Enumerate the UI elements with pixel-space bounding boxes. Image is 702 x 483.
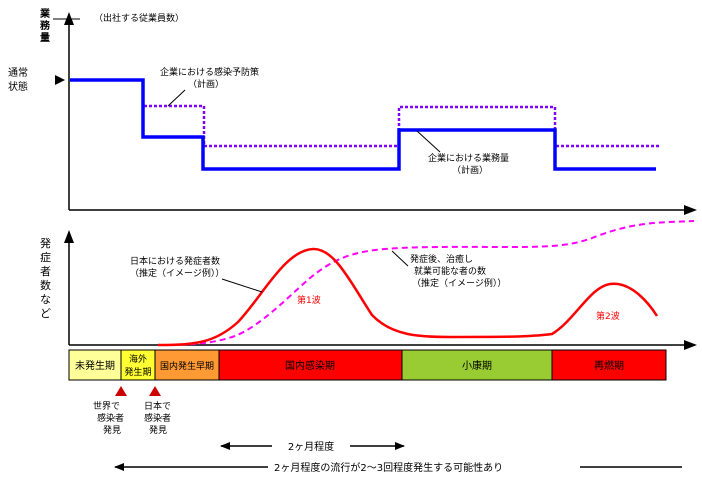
bottom-y-axis-title-3: 者 (40, 265, 51, 278)
top-chart: 業 務 量 （出社する従業員数） 通常 状態 企業における感染予防策 （計画） … (8, 7, 697, 215)
top-y-axis-title-3: 量 (40, 31, 50, 44)
patients-leader (221, 278, 263, 293)
wave2-label: 第2波 (596, 310, 620, 322)
phase-bar: 未発生期 海外 発生期 国内発生早期 国内感染期 小康期 再燃期 (68, 349, 667, 381)
workload-plan-label-2: （計画） (452, 164, 488, 176)
normal-state-label-2: 状態 (8, 80, 28, 93)
event-world-label-2: 感染者 (97, 412, 124, 424)
workload-plan-leader (416, 130, 441, 153)
phase-remission (401, 349, 553, 381)
patients-label-2: （推定（イメージ例）） (130, 267, 224, 279)
top-y-axis-subtitle: （出社する従業員数） (94, 12, 184, 24)
phase-resurgence (551, 349, 667, 381)
recovered-curve (159, 220, 695, 346)
phase-remission-label: 小康期 (462, 359, 492, 372)
bottom-x-axis-arrow (684, 340, 697, 350)
phase-pre-occurrence-label: 未発生期 (75, 359, 115, 372)
bottom-y-axis-title-5: な (40, 293, 51, 306)
bottom-y-axis-arrow (64, 230, 74, 243)
event-japan-label-3: 発見 (149, 424, 167, 436)
bottom-y-axis-title-6: ど (40, 307, 51, 320)
prevention-plan-label-1: 企業における感染予防策 (160, 66, 259, 78)
top-y-axis-title-2: 務 (40, 19, 51, 32)
recovered-leader (391, 250, 409, 267)
patients-curve (157, 247, 659, 347)
event-world-marker (115, 386, 127, 396)
recovered-label-2: 就業可能な者の数 (414, 265, 486, 277)
bottom-y-axis-title-1: 発 (40, 236, 51, 250)
phase-domestic-spread-label: 国内感染期 (285, 359, 335, 372)
phase-domestic-early (154, 349, 220, 381)
wave1-label: 第1波 (297, 294, 321, 306)
recurrence-label: 2ヶ月程度の流行が2～3回程度発生する可能性あり (274, 461, 503, 474)
phase-domestic-spread (218, 349, 403, 381)
event-japan-label-1: 日本で (144, 400, 171, 412)
phase-resurgence-label: 再燃期 (594, 359, 624, 372)
prevention-plan-leader (167, 89, 186, 107)
event-world-label-1: 世界で (93, 400, 120, 412)
prevention-plan-label-2: （計画） (188, 78, 224, 90)
events: 世界で 感染者 発見 日本で 感染者 発見 (93, 386, 171, 436)
top-y-axis-title-1: 業 (39, 7, 51, 20)
recovered-label-3: （推定（イメージ例）） (412, 277, 506, 289)
event-japan-marker (149, 386, 161, 396)
normal-state-label-1: 通常 (8, 66, 28, 79)
phase-overseas (120, 349, 156, 381)
recovered-label-1: 発症後、治癒し (410, 253, 473, 265)
phase-domestic-early-label: 国内発生早期 (160, 360, 214, 372)
phase-overseas-label-2: 発生期 (124, 366, 151, 378)
event-world-label-3: 発見 (103, 424, 121, 436)
workload-plan-label-1: 企業における業務量 (428, 152, 509, 164)
bottom-chart: 発 症 者 数 な ど 日本における発症者数 （推定（イメージ例）） 発症後、治… (40, 220, 697, 350)
phase-overseas-label-1: 海外 (129, 353, 147, 365)
patients-label-1: 日本における発症者数 (130, 255, 220, 267)
normal-state-arrow (55, 75, 65, 85)
phase-pre-occurrence (68, 349, 122, 381)
bottom-y-axis-title-2: 症 (40, 250, 51, 264)
durations: 2ヶ月程度 2ヶ月程度の流行が2～3回程度発生する可能性あり (114, 440, 682, 474)
event-japan-label-2: 感染者 (144, 412, 171, 424)
workload-plan-line (70, 78, 656, 171)
top-x-axis-arrow (684, 205, 697, 215)
two-month-label: 2ヶ月程度 (288, 440, 334, 453)
bottom-y-axis-title-4: 数 (40, 279, 51, 292)
